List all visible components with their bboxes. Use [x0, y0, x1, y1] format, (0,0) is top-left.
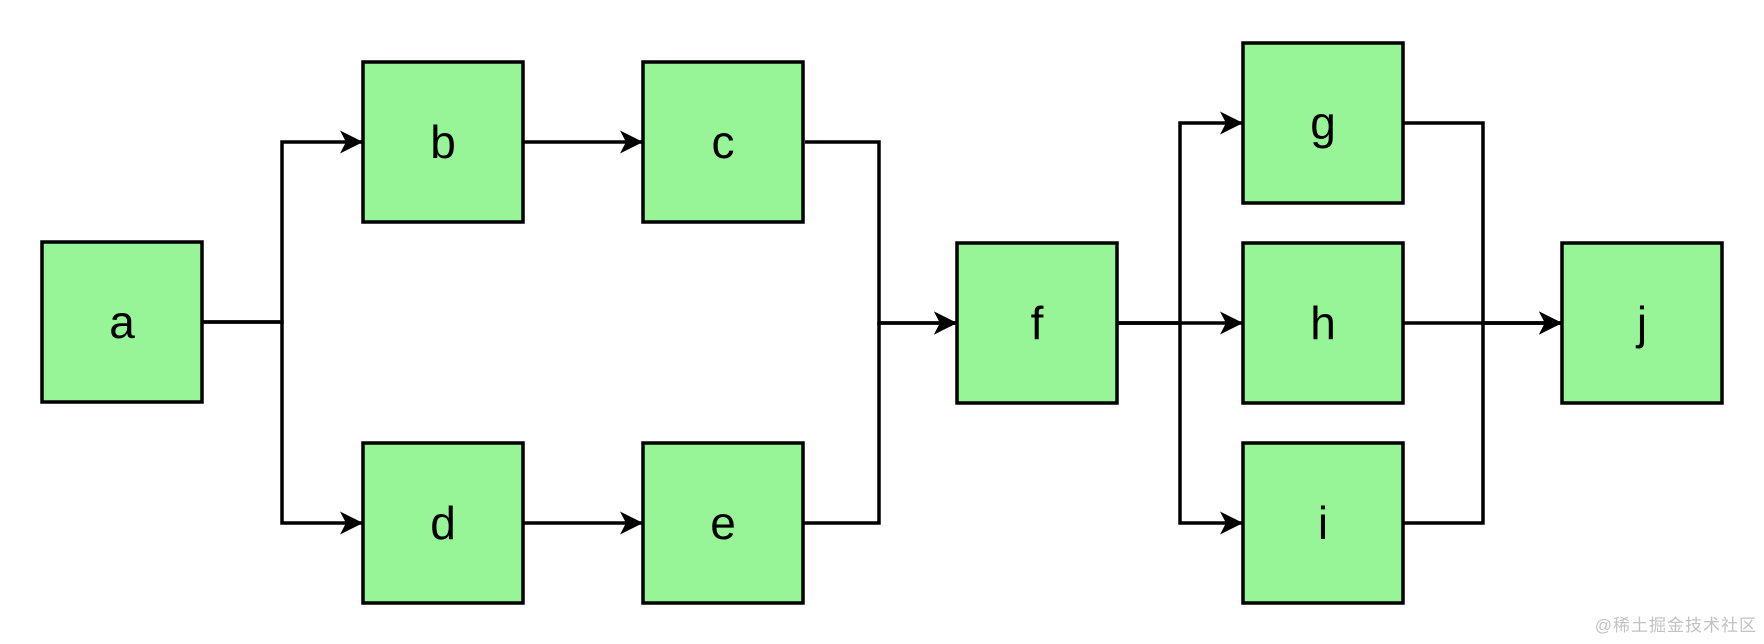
node-c: c [641, 60, 805, 224]
node-label-c: c [712, 116, 735, 168]
edge-e-f [803, 311, 957, 525]
edge-a-d [203, 320, 363, 535]
node-label-a: a [109, 296, 135, 348]
node-box-d [361, 441, 525, 605]
node-box-f [955, 241, 1119, 405]
node-label-i: i [1318, 497, 1328, 549]
node-label-g: g [1310, 97, 1336, 149]
node-box-c [641, 60, 805, 224]
node-h: h [1241, 241, 1405, 405]
node-d: d [361, 441, 525, 605]
node-label-d: d [430, 497, 456, 549]
node-a: a [40, 240, 204, 404]
node-g: g [1241, 41, 1405, 205]
node-box-e [641, 441, 805, 605]
node-b: b [361, 60, 525, 224]
node-box-h [1241, 241, 1405, 405]
node-i: i [1241, 441, 1405, 605]
edge-c-f [805, 140, 957, 335]
edge-a-b [203, 130, 363, 324]
node-box-j [1560, 241, 1724, 405]
node-box-b [361, 60, 525, 224]
edge-f-g [1118, 111, 1243, 325]
watermark: @稀土掘金技术社区 [1594, 616, 1757, 635]
edge-i-j [1403, 311, 1562, 525]
edge-f-i [1118, 321, 1243, 535]
node-box-a [40, 240, 204, 404]
node-box-g [1241, 41, 1405, 205]
node-label-e: e [710, 497, 736, 549]
node-f: f [955, 241, 1119, 405]
node-j: j [1560, 241, 1724, 405]
node-e: e [641, 441, 805, 605]
node-label-b: b [430, 116, 456, 168]
node-label-f: f [1031, 297, 1044, 349]
node-label-h: h [1310, 297, 1336, 349]
edge-g-j [1404, 121, 1562, 335]
node-label-j: j [1635, 297, 1647, 349]
node-box-i [1241, 441, 1405, 605]
